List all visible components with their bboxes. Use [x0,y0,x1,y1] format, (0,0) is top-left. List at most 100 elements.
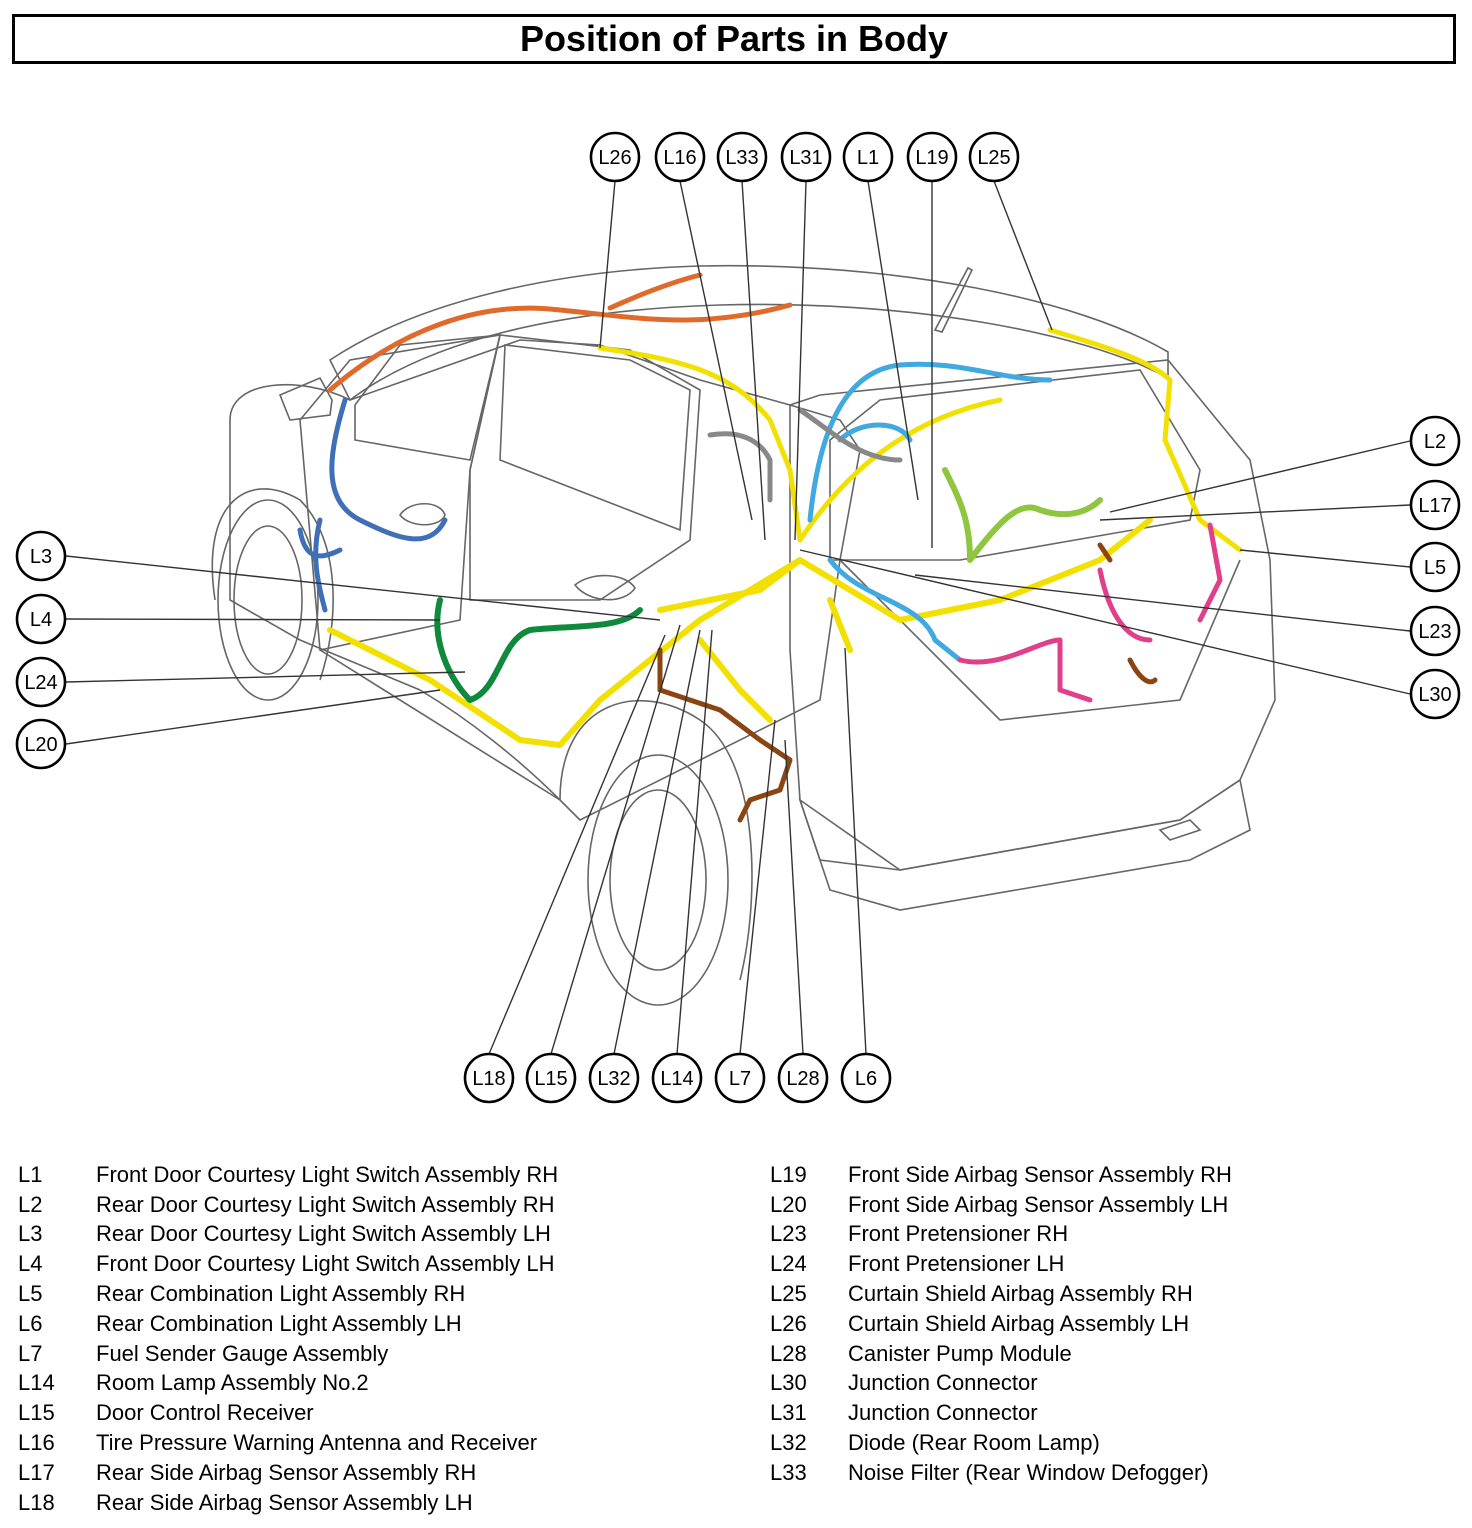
front-window [354,334,502,461]
callout-circle [968,131,1020,183]
callout-top-2: L33 [716,131,768,183]
legend-row: L28 Canister Pump Module [770,1339,1472,1369]
legend-part-name: Curtain Shield Airbag Assembly LH [848,1310,1190,1336]
legend-code: L23 [770,1221,807,1247]
leader-lines [65,180,1411,1055]
callout-top-1: L16 [654,131,706,183]
callout-label: L6 [855,1068,877,1090]
callout-circle [840,1052,892,1104]
callout-circle [1409,541,1461,593]
legend-code: L4 [18,1251,43,1277]
callout-label: L15 [534,1068,567,1090]
callout-circle [463,1052,515,1104]
legend-part-name: Rear Door Courtesy Light Switch Assembly… [96,1221,551,1247]
legend-row: L1 Front Door Courtesy Light Switch Assem… [18,1160,738,1190]
callout-right-3: L23 [1409,605,1461,657]
leader-L3 [65,555,661,621]
legend-code: L16 [18,1430,55,1456]
legend-part-name: Front Door Courtesy Light Switch Assembl… [96,1161,559,1187]
callout-label: L5 [1424,557,1446,579]
legend-code: L26 [770,1310,807,1336]
legend-row: L26 Curtain Shield Airbag Assembly LH [770,1309,1472,1339]
body-side [229,339,861,821]
vehicle-outline [211,264,1276,1006]
legend-code: L14 [18,1370,55,1396]
door-handle-front [399,502,446,526]
legend-code: L15 [18,1400,55,1426]
callout-label: L17 [1418,495,1451,517]
legend-part-name: Junction Connector [848,1400,1038,1426]
rear-window [499,344,691,532]
leader-L31 [794,180,807,541]
legend-part-name: Rear Side Airbag Sensor Assembly LH [96,1489,473,1515]
legend-part-name: Room Lamp Assembly No.2 [96,1370,369,1396]
harness-yellow-floor [327,517,1153,748]
legend-row: L5 Rear Combination Light Assembly RH [18,1279,738,1309]
legend-part-name: Front Pretensioner RH [848,1221,1069,1247]
callout-label: L19 [915,147,948,169]
door-handle-rear [573,574,636,601]
callout-label: L32 [597,1068,630,1090]
legend-part-name: Rear Combination Light Assembly RH [96,1281,466,1307]
callout-bottom-3: L14 [651,1052,703,1104]
legend-row: L25 Curtain Shield Airbag Assembly RH [770,1279,1472,1309]
harness-green [434,597,643,703]
callout-bottom-0: L18 [463,1052,515,1104]
callout-top-3: L31 [780,131,832,183]
leader-L25 [993,180,1053,331]
harness-pink [957,522,1223,703]
legend-part-name: Curtain Shield Airbag Assembly RH [848,1281,1193,1307]
legend-code: L17 [18,1459,55,1485]
callout-label: L7 [729,1068,751,1090]
legend-part-name: Rear Side Airbag Sensor Assembly RH [96,1459,477,1485]
title-box: Position of Parts in Body [12,14,1456,64]
callout-circle [589,131,641,183]
callout-circle [15,656,67,708]
callout-label: L23 [1418,621,1451,643]
leader-L2 [1109,440,1411,513]
harness-blue [297,397,448,613]
rear-bumper [798,778,1251,911]
leader-L26 [599,180,616,349]
legend-code: L1 [18,1161,43,1187]
leader-L17 [1099,504,1411,521]
callout-bottom-2: L32 [588,1052,640,1104]
legend-code: L28 [770,1340,807,1366]
legend-code: L33 [770,1459,807,1485]
callout-circle [780,131,832,183]
leader-L16 [679,180,753,521]
callout-label: L3 [30,546,52,568]
callout-label: L24 [24,672,57,694]
harness-lime [942,467,1103,563]
callout-label: L25 [977,147,1010,169]
callout-circle [15,718,67,770]
harnesses [297,272,1243,823]
callout-circle [651,1052,703,1104]
legend-left: L1 Front Door Courtesy Light Switch Assem… [18,1160,738,1518]
callout-circle [716,131,768,183]
callout-label: L18 [472,1068,505,1090]
callout-top-5: L19 [906,131,958,183]
callout-bottom-5: L28 [777,1052,829,1104]
harness-brown [657,542,1158,823]
legend-code: L5 [18,1281,43,1307]
callout-label: L26 [598,147,631,169]
leader-L7 [739,719,776,1055]
callout-circle [1409,415,1461,467]
leader-L6 [844,647,867,1055]
leader-L5 [1239,549,1411,568]
callout-left-1: L4 [15,593,67,645]
rear-wheel-arch [559,699,753,981]
callout-bottom-4: L7 [714,1052,766,1104]
callout-left-3: L20 [15,718,67,770]
legend-code: L25 [770,1281,807,1307]
legend-part-name: Canister Pump Module [848,1340,1072,1366]
